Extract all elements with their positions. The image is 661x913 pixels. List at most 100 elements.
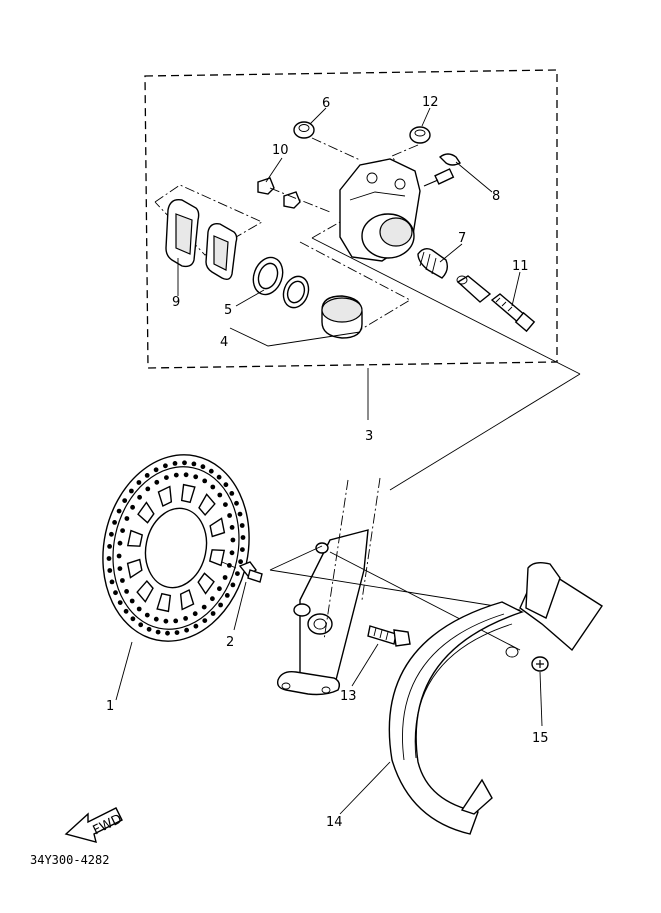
disc-hole	[210, 596, 215, 602]
label-part-12: 12	[422, 95, 439, 110]
leader-13	[351, 643, 379, 687]
pad-spring-part	[257, 177, 331, 213]
disc-hole	[222, 575, 228, 580]
disc-hole	[117, 566, 123, 571]
disc-slots	[126, 483, 226, 613]
disc-slot	[126, 529, 144, 547]
disc-hole	[201, 604, 207, 610]
disc-hole	[229, 491, 235, 496]
label-part-10: 10	[272, 143, 289, 158]
caliper-body-part	[339, 158, 421, 262]
group-line-4	[229, 327, 361, 347]
disc-slot	[198, 493, 216, 517]
disc-hole	[107, 544, 112, 549]
disc-hole	[173, 618, 179, 624]
sleeve-part	[456, 275, 492, 303]
guard-bolt-part	[367, 625, 411, 647]
disc-hole	[107, 568, 113, 573]
disc-hole	[117, 600, 123, 605]
disc-slot	[126, 558, 143, 579]
disc-hole	[216, 474, 222, 480]
disc-hole	[165, 630, 170, 636]
disc-hole	[145, 486, 151, 492]
disc-hole	[183, 472, 189, 478]
disc-slot	[180, 483, 196, 504]
disc-hole	[224, 593, 230, 598]
disc-hole	[202, 618, 208, 623]
brake-pad-part	[165, 199, 238, 281]
disc-hole	[229, 550, 235, 556]
disc-hole	[136, 606, 142, 612]
disc-hole	[109, 531, 114, 537]
disc-hole	[164, 475, 169, 480]
disc-hole	[234, 500, 239, 506]
disc-hole	[239, 523, 245, 528]
label-part-13: 13	[340, 689, 357, 704]
label-part-15: 15	[532, 731, 549, 746]
label-part-5: 5	[224, 303, 232, 318]
group-line-5	[235, 289, 265, 307]
disc-hole	[238, 559, 244, 565]
guide-line-caliper	[311, 237, 581, 375]
label-part-7: 7	[458, 231, 466, 246]
disc-hole	[193, 623, 199, 629]
disc-hole	[138, 622, 144, 628]
label-part-2: 2	[226, 635, 234, 650]
disc-hole	[223, 482, 229, 488]
disc-hole	[153, 616, 159, 622]
disc-hole	[217, 586, 222, 592]
disc-hole	[191, 461, 197, 467]
label-part-9: 9	[172, 295, 180, 310]
fwd-label: FWD	[91, 812, 125, 839]
leader-1	[115, 641, 133, 701]
group-line-8	[455, 161, 493, 193]
bolt-part	[490, 293, 536, 333]
disc-hole	[240, 535, 246, 540]
disc-hole	[109, 579, 115, 585]
disc-hole	[217, 492, 223, 498]
drawing-code: 34Y300-4282	[30, 853, 109, 867]
guide-line-to-fork	[389, 373, 581, 491]
disc-hole	[137, 494, 143, 500]
disc-hole	[122, 498, 128, 503]
disc-hole	[210, 611, 216, 616]
disc-hole	[200, 464, 206, 470]
caliper-group-frame	[311, 221, 341, 239]
disc-hole	[112, 520, 117, 525]
disc-hole	[106, 556, 112, 561]
disc-hole	[155, 629, 161, 635]
disc-hole	[116, 508, 122, 514]
disc-hole	[124, 516, 130, 521]
disc-hole	[174, 630, 180, 635]
disc-hole	[163, 463, 168, 469]
bleed-screw-part	[423, 153, 462, 187]
leader-11	[511, 271, 521, 307]
disc-holes	[106, 460, 246, 636]
disc-hole	[240, 547, 245, 552]
disc-hole	[154, 479, 160, 485]
label-part-3: 3	[365, 429, 373, 444]
disc-hole	[153, 467, 159, 473]
leader-2	[233, 581, 247, 631]
label-part-14: 14	[326, 815, 343, 830]
disc-bolt-part	[221, 561, 263, 583]
disc-hole	[144, 612, 150, 618]
disc-hole	[124, 589, 129, 594]
disc-hole	[182, 460, 187, 466]
disc-hole	[163, 618, 169, 624]
disc-slot	[137, 501, 155, 524]
pad-group-boundary	[154, 184, 263, 256]
disc-hole	[113, 590, 118, 596]
label-part-8: 8	[492, 189, 500, 204]
disc-slot	[157, 485, 173, 507]
disc-slot	[136, 579, 154, 603]
forward-arrow-icon: FWD	[64, 807, 125, 843]
label-part-1: 1	[106, 699, 114, 714]
bleed-cap-part	[293, 121, 361, 161]
disc-hole	[144, 473, 150, 478]
disc-hole	[130, 616, 136, 622]
disc-hole	[230, 582, 236, 588]
disc-hole	[129, 488, 134, 494]
leader-12	[421, 107, 431, 127]
